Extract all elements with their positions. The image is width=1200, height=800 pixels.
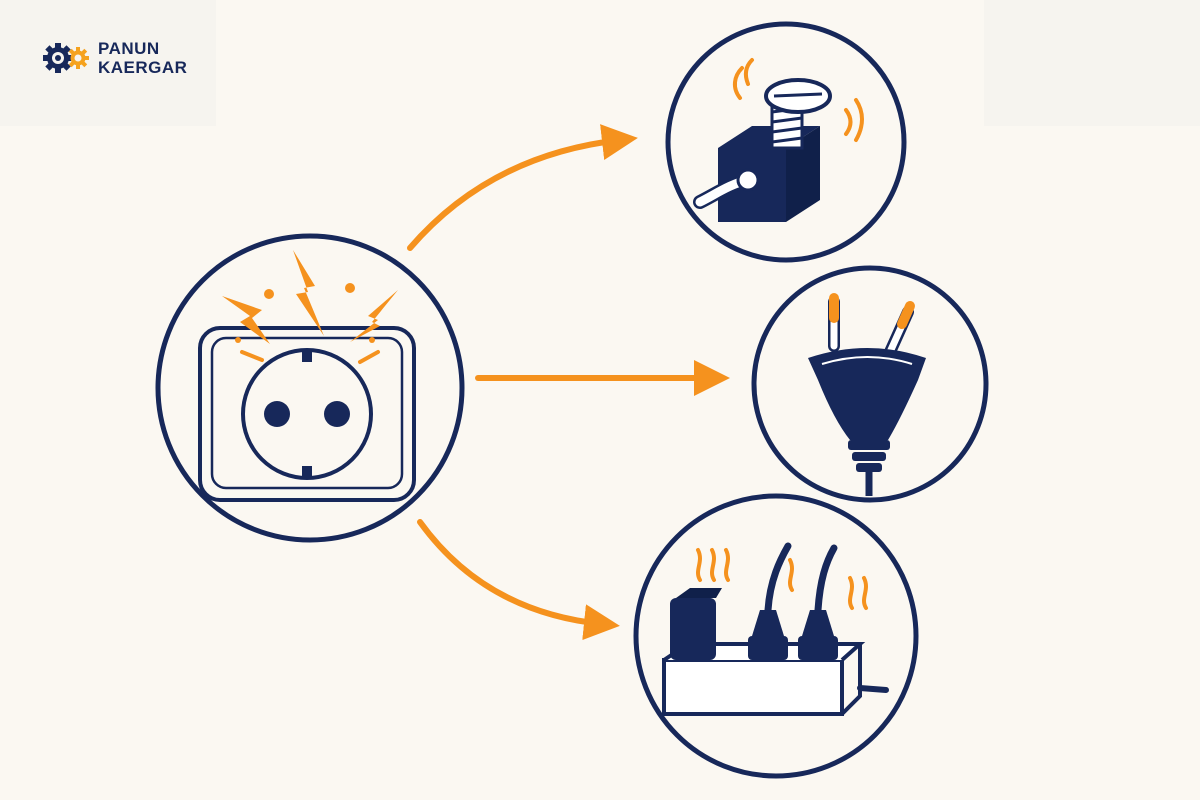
overloaded-power-strip-icon (633, 493, 919, 779)
sparking-socket-icon (155, 233, 465, 543)
brand-line-2: KAERGAR (98, 58, 188, 77)
arrow-to-loose-terminal (407, 124, 638, 251)
brand-wordmark: PANUN KAERGAR (98, 39, 187, 77)
corner-panel (984, 0, 1200, 126)
worn-plug-icon (751, 265, 989, 503)
brand-logo: PANUN KAERGAR (42, 38, 187, 78)
brand-line-1: PANUN (98, 39, 160, 58)
arrow-to-power-strip (417, 519, 620, 641)
loose-screw-terminal-icon (665, 21, 907, 263)
gear-logo-icon (43, 43, 89, 73)
logo-panel (0, 0, 216, 126)
